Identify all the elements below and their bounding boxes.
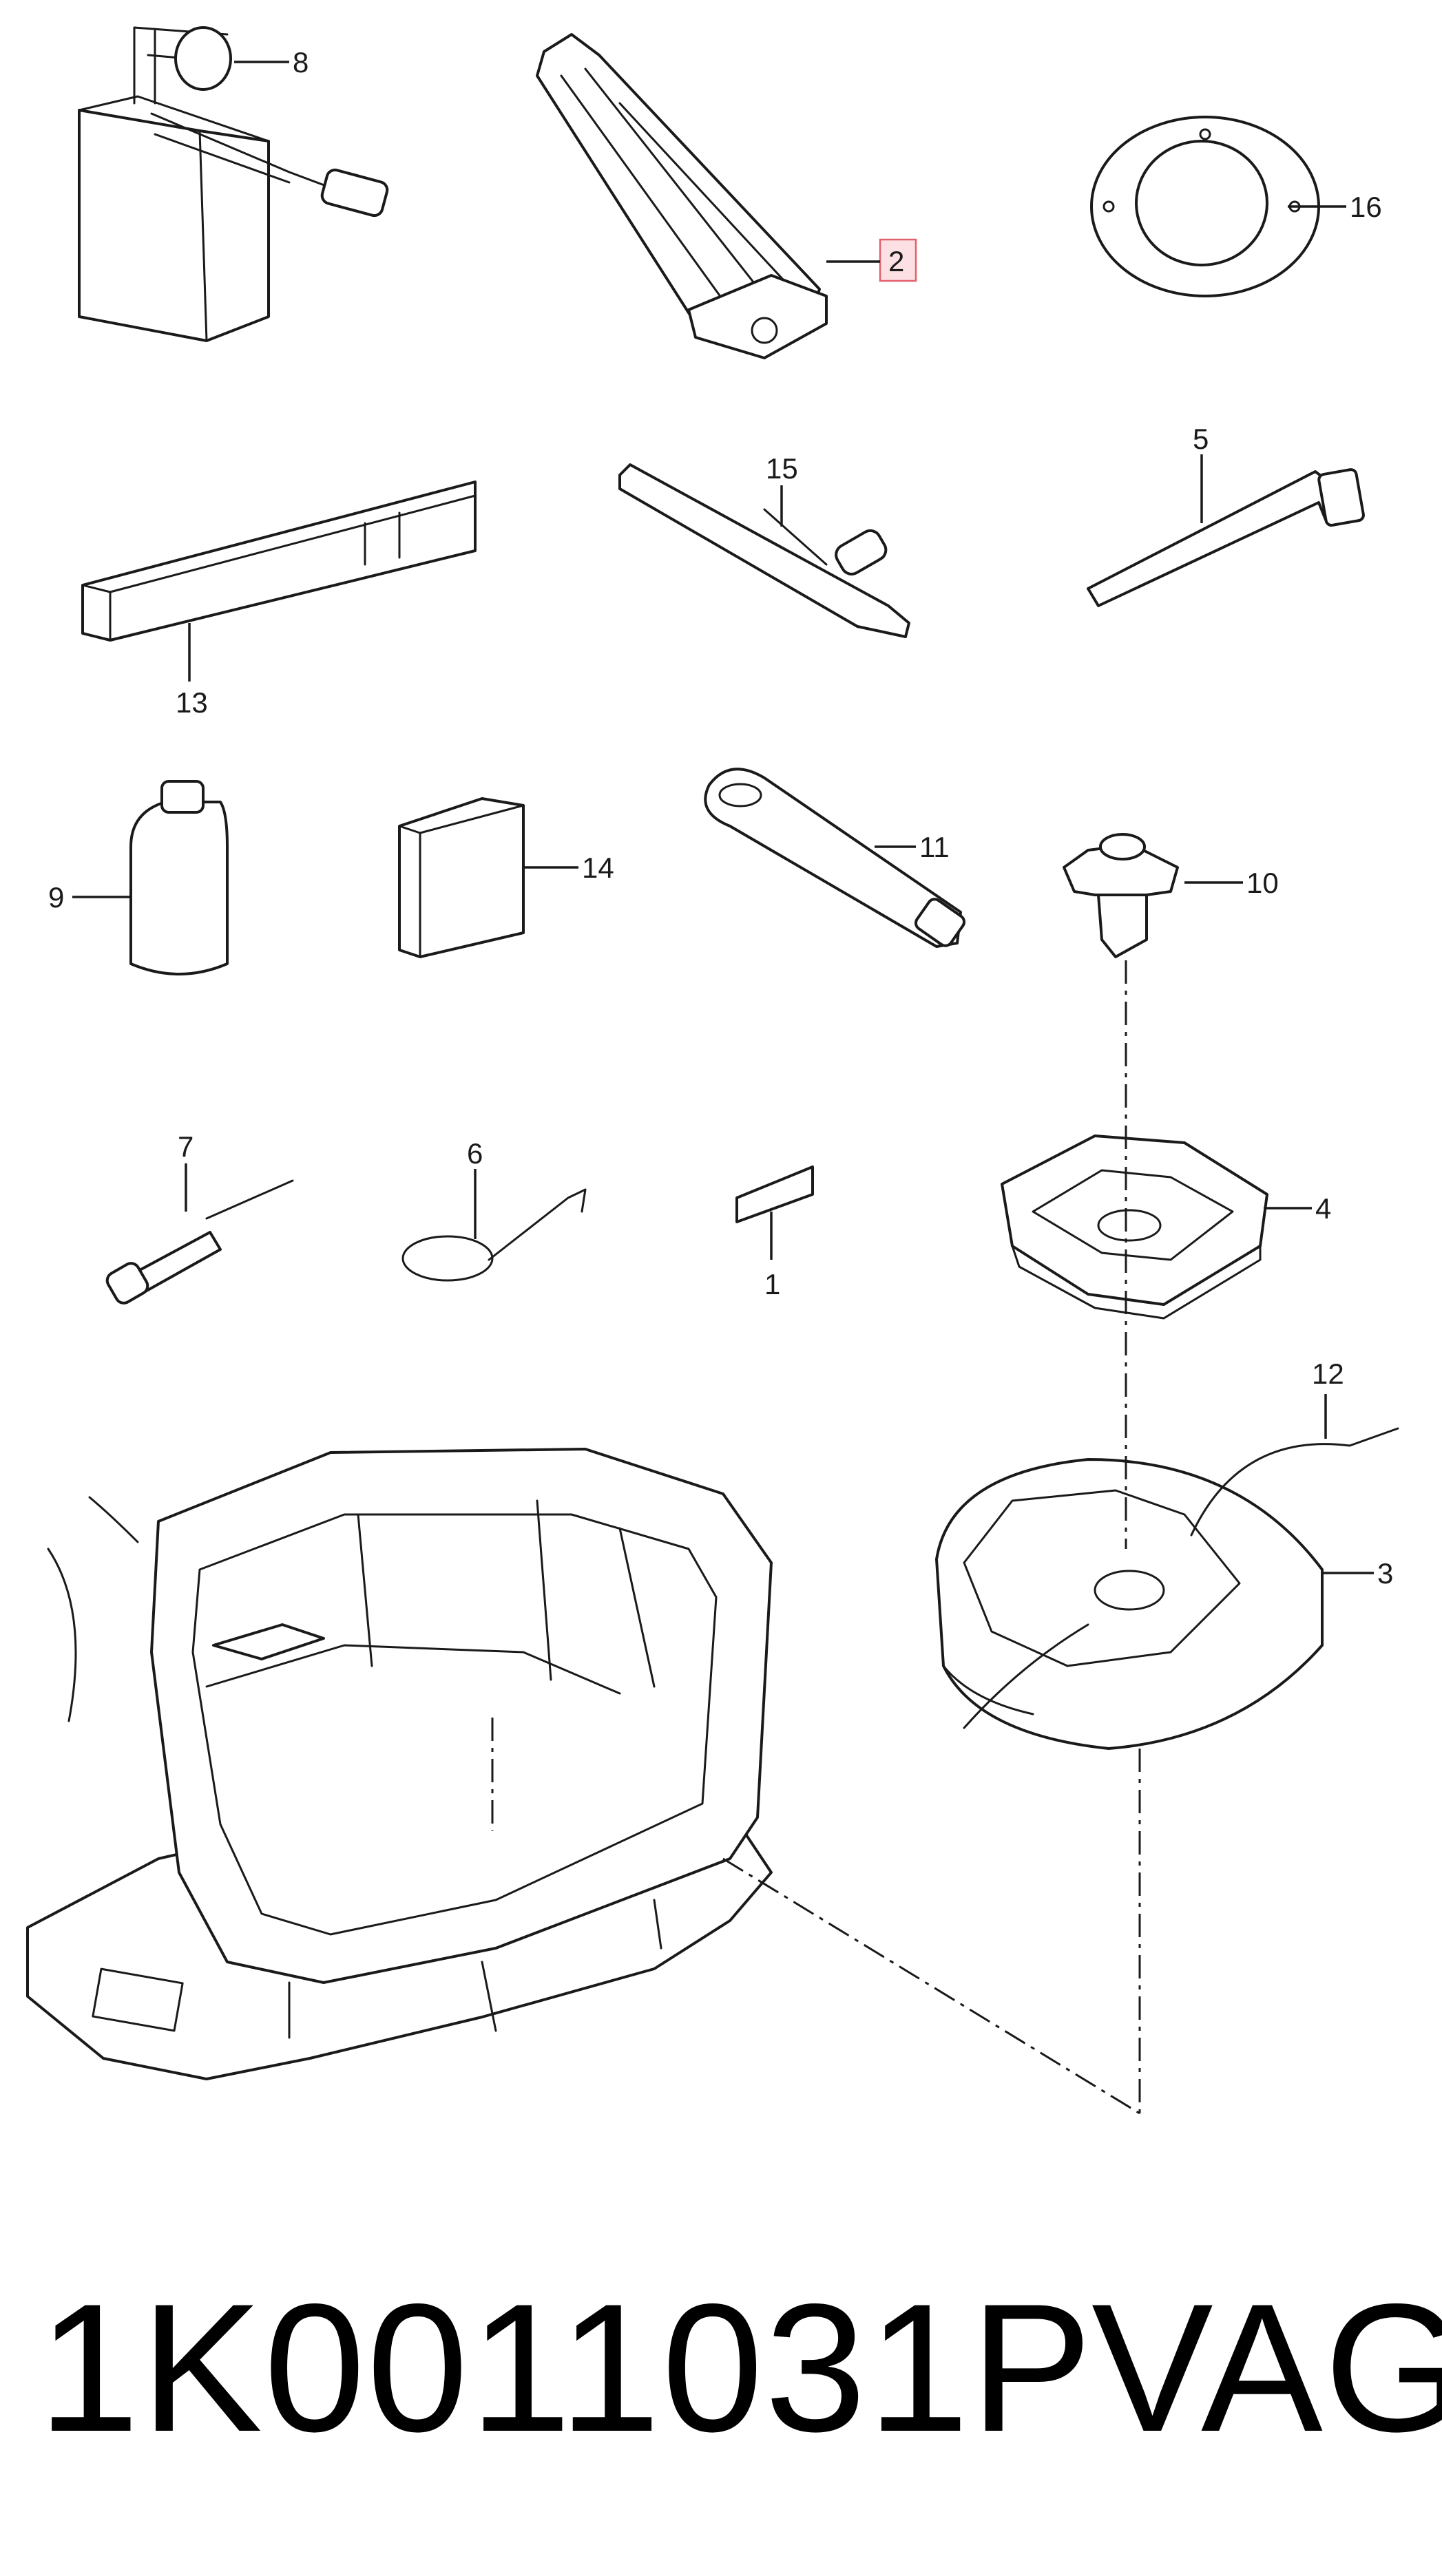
- part-10-knob: [1063, 833, 1179, 958]
- part-4-foam-tray: [1001, 1134, 1268, 1320]
- callout-6: 6: [467, 1137, 483, 1170]
- callout-2: 2: [888, 245, 904, 277]
- vehicle-rear-body: [26, 1448, 773, 2080]
- part-16-disc: [1090, 116, 1320, 297]
- part-7-screwdriver: [105, 1179, 294, 1305]
- brand-name: VAG: [1091, 2266, 1442, 2470]
- callout-13: 13: [176, 686, 208, 719]
- part-8-charger: [78, 26, 389, 342]
- callout-12: 12: [1312, 1358, 1344, 1390]
- callout-14: 14: [582, 852, 614, 884]
- part-15-crank: [618, 463, 910, 638]
- callout-3: 3: [1377, 1557, 1393, 1590]
- callout-7: 7: [178, 1130, 194, 1163]
- part-3-cable: [963, 1623, 1089, 1729]
- part-5-wrench: [1087, 468, 1365, 607]
- part-12-cable: [1190, 1427, 1399, 1537]
- callout-9: 9: [48, 881, 64, 914]
- part-1-sticker: [735, 1165, 814, 1223]
- callout-4: 4: [1315, 1192, 1331, 1225]
- callout-5: 5: [1193, 423, 1209, 455]
- part-3-foam-base: [935, 1458, 1324, 1750]
- assembly-line-trunk: [491, 1718, 1140, 2115]
- part-9-bottle: [129, 780, 229, 975]
- callout-16: 16: [1350, 191, 1382, 223]
- callout-11: 11: [919, 831, 950, 863]
- callout-8: 8: [293, 46, 309, 78]
- part-13-triangle-case: [81, 481, 477, 642]
- part-2-jack: [536, 33, 828, 359]
- callout-10: 10: [1246, 867, 1279, 899]
- callout-2-highlight: [879, 238, 917, 282]
- part-14-box: [398, 797, 525, 958]
- part-6-hook: [401, 1188, 587, 1282]
- caption: 1K0011031P VAG: [38, 2266, 1442, 2470]
- part-number: 1K0011031P: [38, 2266, 1094, 2470]
- callout-1: 1: [764, 1268, 780, 1300]
- callout-15: 15: [766, 452, 798, 485]
- part-11-towing-eye: [704, 768, 965, 948]
